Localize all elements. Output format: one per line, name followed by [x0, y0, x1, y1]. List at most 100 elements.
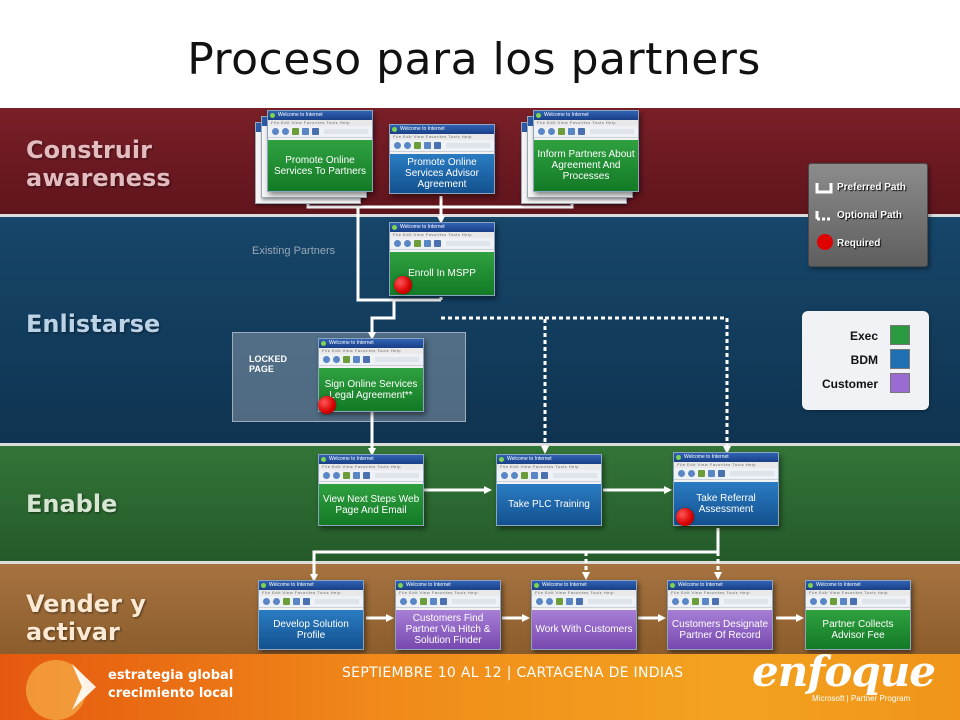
window-menubar: File Edit View Favorites Tools Help — [390, 134, 494, 140]
window-titlebar: Welcome to Internet — [319, 455, 423, 464]
step-work-with-customers[interactable]: Welcome to Internet File Edit View Favor… — [531, 580, 637, 650]
legend-optional-path: Optional Path — [837, 210, 902, 221]
window-toolbar — [534, 126, 638, 138]
window-titlebar: Welcome to Internet — [806, 581, 910, 590]
connector-optional-referral — [545, 316, 731, 454]
legend-customer: Customer — [821, 377, 878, 391]
window-titlebar: Welcome to Internet — [668, 581, 772, 590]
step-caption: Customers Designate Partner Of Record — [668, 610, 772, 649]
lane-separator — [0, 443, 960, 446]
swatch-exec — [890, 325, 910, 345]
window-toolbar — [497, 470, 601, 482]
window-menubar: File Edit View Favorites Tools Help — [497, 464, 601, 470]
swatch-customer — [890, 373, 910, 393]
audience-legend: Exec BDM Customer — [802, 311, 929, 410]
step-caption: Partner Collects Advisor Fee — [806, 610, 910, 649]
lane-label-enable: Enable — [26, 490, 118, 518]
existing-partners-label: Existing Partners — [252, 245, 336, 257]
connector-to-sign — [368, 300, 396, 340]
step-partner-collects[interactable]: Welcome to Internet File Edit View Favor… — [805, 580, 911, 650]
lane-separator — [0, 561, 960, 564]
required-marker-icon — [676, 508, 694, 526]
step-caption: View Next Steps Web Page And Email — [319, 484, 423, 525]
step-caption: Take PLC Training — [497, 484, 601, 525]
path-legend: Preferred Path Optional Path Required — [808, 163, 928, 267]
window-titlebar: Welcome to Internet — [532, 581, 636, 590]
step-caption: Develop Solution Profile — [259, 610, 363, 649]
required-marker-icon — [394, 276, 412, 294]
window-titlebar: Welcome to Internet — [268, 111, 372, 120]
step-develop-solution[interactable]: Welcome to Internet File Edit View Favor… — [258, 580, 364, 650]
window-titlebar: Welcome to Internet — [259, 581, 363, 590]
step-caption: Promote Online Services To Partners — [268, 140, 372, 191]
enfoque-logo: enfoque — [752, 647, 936, 696]
path-legend-icons — [815, 183, 833, 250]
window-menubar: File Edit View Favorites Tools Help — [268, 120, 372, 126]
locked-page-label: LOCKED PAGE — [249, 354, 287, 374]
window-toolbar — [319, 354, 423, 366]
step-inform-partners[interactable]: Welcome to Internet File Edit View Favor… — [533, 110, 639, 192]
step-caption: Work With Customers — [532, 610, 636, 649]
globe-logo-icon — [26, 660, 96, 720]
window-menubar: File Edit View Favorites Tools Help — [319, 464, 423, 470]
step-view-next-steps[interactable]: Welcome to Internet File Edit View Favor… — [318, 454, 424, 526]
window-menubar: File Edit View Favorites Tools Help — [396, 590, 500, 596]
connector-referral-down — [310, 528, 720, 582]
swatch-bdm — [890, 349, 910, 369]
footer-banner: estrategia global crecimiento local — [0, 654, 960, 720]
page-title: Proceso para los partners — [187, 34, 761, 85]
step-customers-designate[interactable]: Welcome to Internet File Edit View Favor… — [667, 580, 773, 650]
legend-exec: Exec — [849, 329, 878, 343]
window-toolbar — [674, 468, 778, 480]
connector-optional-plc — [441, 316, 549, 454]
window-menubar: File Edit View Favorites Tools Help — [532, 590, 636, 596]
window-menubar: File Edit View Favorites Tools Help — [390, 232, 494, 238]
window-titlebar: Welcome to Internet — [319, 339, 423, 348]
window-toolbar — [319, 470, 423, 482]
step-caption: Inform Partners About Agreement And Proc… — [534, 140, 638, 191]
window-menubar: File Edit View Favorites Tools Help — [668, 590, 772, 596]
window-titlebar: Welcome to Internet — [396, 581, 500, 590]
window-toolbar — [259, 596, 363, 608]
step-promote-partners[interactable]: Welcome to Internet File Edit View Favor… — [267, 110, 373, 192]
slogan-line-1: estrategia global — [108, 668, 234, 683]
required-marker-icon — [318, 396, 336, 414]
window-menubar: File Edit View Favorites Tools Help — [534, 120, 638, 126]
legend-required: Required — [837, 238, 881, 249]
window-titlebar: Welcome to Internet — [534, 111, 638, 120]
lane-enable — [0, 446, 960, 561]
legend-preferred-path: Preferred Path — [837, 182, 906, 193]
lane-label-vender: Vender y activar — [26, 590, 146, 646]
window-titlebar: Welcome to Internet — [390, 223, 494, 232]
window-menubar: File Edit View Favorites Tools Help — [319, 348, 423, 354]
slogan-line-2: crecimiento local — [108, 686, 234, 701]
step-caption: Sign Online Services Legal Agreement** — [319, 368, 423, 411]
microsoft-partner-program: Microsoft | Partner Program — [812, 694, 911, 703]
event-date-location: SEPTIEMBRE 10 AL 12 | CARTAGENA DE INDIA… — [342, 665, 684, 681]
step-sign-legal[interactable]: Welcome to Internet File Edit View Favor… — [318, 338, 424, 412]
window-toolbar — [268, 126, 372, 138]
connector-left-path — [356, 207, 441, 302]
window-toolbar — [396, 596, 500, 608]
window-titlebar: Welcome to Internet — [497, 455, 601, 464]
lane-label-construir: Construir awareness — [26, 136, 171, 192]
step-caption: Promote Online Services Advisor Agreemen… — [390, 154, 494, 193]
window-toolbar — [532, 596, 636, 608]
solid-path-icon — [815, 183, 833, 194]
red-dot-icon — [817, 234, 833, 250]
step-customers-find[interactable]: Welcome to Internet File Edit View Favor… — [395, 580, 501, 650]
lane-separator — [0, 214, 960, 217]
lane-label-enlistarse: Enlistarse — [26, 310, 161, 338]
window-toolbar — [390, 238, 494, 250]
window-menubar: File Edit View Favorites Tools Help — [806, 590, 910, 596]
window-menubar: File Edit View Favorites Tools Help — [259, 590, 363, 596]
window-titlebar: Welcome to Internet — [674, 453, 778, 462]
window-menubar: File Edit View Favorites Tools Help — [674, 462, 778, 468]
step-promote-advisor[interactable]: Welcome to Internet File Edit View Favor… — [389, 124, 495, 194]
window-titlebar: Welcome to Internet — [390, 125, 494, 134]
legend-bdm: BDM — [850, 353, 878, 367]
step-take-plc[interactable]: Welcome to Internet File Edit View Favor… — [496, 454, 602, 526]
window-toolbar — [668, 596, 772, 608]
window-toolbar — [390, 140, 494, 152]
